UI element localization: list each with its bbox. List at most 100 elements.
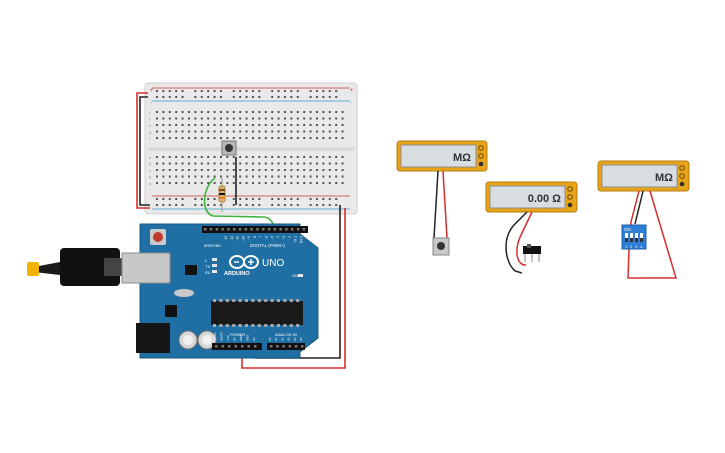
breadboard-hole[interactable] — [290, 117, 293, 120]
breadboard-hole[interactable] — [207, 156, 210, 158]
power-pin[interactable] — [241, 345, 244, 348]
breadboard-hole[interactable] — [213, 124, 216, 126]
breadboard-hole[interactable] — [252, 175, 254, 178]
breadboard-hole[interactable] — [271, 137, 274, 139]
rail-hole[interactable] — [220, 90, 222, 92]
breadboard-hole[interactable] — [232, 117, 235, 120]
rail-hole[interactable] — [284, 204, 286, 206]
breadboard-hole[interactable] — [341, 175, 344, 178]
rail-hole[interactable] — [200, 198, 203, 200]
rail-hole[interactable] — [239, 204, 242, 206]
breadboard-hole[interactable] — [341, 162, 344, 165]
probe-port[interactable] — [679, 173, 685, 179]
rail-hole[interactable] — [328, 96, 331, 98]
breadboard-hole[interactable] — [156, 169, 158, 171]
breadboard-hole[interactable] — [181, 156, 184, 158]
breadboard-hole[interactable] — [303, 156, 306, 158]
breadboard-hole[interactable] — [290, 124, 293, 126]
rail-hole[interactable] — [207, 96, 210, 98]
breadboard-hole[interactable] — [181, 124, 184, 126]
breadboard-hole[interactable] — [232, 124, 235, 126]
probe-port[interactable] — [478, 145, 484, 151]
breadboard-hole[interactable] — [264, 175, 267, 178]
breadboard-hole[interactable] — [245, 117, 248, 120]
breadboard-hole[interactable] — [258, 175, 261, 178]
rail-hole[interactable] — [213, 90, 216, 92]
breadboard-hole[interactable] — [264, 182, 267, 184]
breadboard-hole[interactable] — [271, 117, 274, 120]
rail-hole[interactable] — [245, 204, 248, 206]
breadboard-hole[interactable] — [316, 130, 318, 133]
breadboard-hole[interactable] — [239, 162, 242, 165]
breadboard-hole[interactable] — [264, 111, 267, 113]
breadboard-hole[interactable] — [284, 175, 286, 178]
breadboard-hole[interactable] — [194, 137, 197, 139]
breadboard-hole[interactable] — [296, 182, 299, 184]
breadboard-hole[interactable] — [258, 156, 261, 158]
breadboard-hole[interactable] — [175, 111, 178, 113]
breadboard-hole[interactable] — [245, 156, 248, 158]
breadboard-hole[interactable] — [194, 130, 197, 133]
breadboard-hole[interactable] — [322, 182, 325, 184]
breadboard-hole[interactable] — [335, 130, 338, 133]
breadboard-hole[interactable] — [168, 156, 171, 158]
breadboard-hole[interactable] — [328, 117, 331, 120]
breadboard-hole[interactable] — [309, 124, 312, 126]
breadboard-hole[interactable] — [188, 117, 190, 120]
breadboard-hole[interactable] — [328, 130, 331, 133]
breadboard-hole[interactable] — [322, 117, 325, 120]
rail-hole[interactable] — [284, 198, 286, 200]
rail-hole[interactable] — [277, 204, 280, 206]
breadboard-hole[interactable] — [194, 175, 197, 178]
breadboard-hole[interactable] — [335, 156, 338, 158]
rail-hole[interactable] — [213, 198, 216, 200]
resistor[interactable] — [218, 178, 226, 212]
multimeter-1[interactable]: MΩ — [396, 140, 488, 256]
header-pin[interactable] — [262, 228, 265, 231]
analog-pin[interactable] — [270, 345, 273, 348]
rail-hole[interactable] — [252, 90, 254, 92]
breadboard-hole[interactable] — [226, 130, 229, 133]
breadboard-hole[interactable] — [245, 162, 248, 165]
breadboard-hole[interactable] — [335, 175, 338, 178]
breadboard-hole[interactable] — [226, 156, 229, 158]
breadboard-hole[interactable] — [296, 162, 299, 165]
breadboard-hole[interactable] — [200, 156, 203, 158]
rail-hole[interactable] — [207, 204, 210, 206]
breadboard-hole[interactable] — [296, 117, 299, 120]
rail-hole[interactable] — [156, 204, 158, 206]
breadboard-hole[interactable] — [290, 156, 293, 158]
breadboard-hole[interactable] — [264, 169, 267, 171]
rail-hole[interactable] — [322, 96, 325, 98]
breadboard-hole[interactable] — [220, 111, 222, 113]
breadboard-hole[interactable] — [200, 175, 203, 178]
header-pin[interactable] — [215, 228, 219, 231]
breadboard-hole[interactable] — [213, 137, 216, 139]
rail-hole[interactable] — [284, 96, 286, 98]
analog-pin[interactable] — [294, 345, 298, 348]
breadboard-hole[interactable] — [322, 137, 325, 139]
probe-port[interactable] — [478, 153, 484, 159]
breadboard-hole[interactable] — [194, 182, 197, 184]
breadboard-hole[interactable] — [175, 169, 178, 171]
breadboard-hole[interactable] — [328, 169, 331, 171]
header-pin[interactable] — [250, 228, 253, 231]
breadboard-hole[interactable] — [239, 169, 242, 171]
breadboard-hole[interactable] — [175, 130, 178, 133]
breadboard-hole[interactable] — [181, 182, 184, 184]
breadboard-hole[interactable] — [175, 124, 178, 126]
rail-hole[interactable] — [296, 96, 299, 98]
breadboard-hole[interactable] — [156, 182, 158, 184]
breadboard-hole[interactable] — [162, 169, 165, 171]
analog-pin[interactable] — [276, 345, 279, 348]
breadboard-hole[interactable] — [303, 162, 306, 165]
breadboard-hole[interactable] — [232, 175, 235, 178]
breadboard-hole[interactable] — [316, 175, 318, 178]
rail-hole[interactable] — [309, 96, 312, 98]
breadboard-hole[interactable] — [156, 111, 158, 113]
breadboard-hole[interactable] — [341, 182, 344, 184]
power-pin[interactable] — [215, 345, 218, 348]
rail-hole[interactable] — [207, 198, 210, 200]
multimeter-2[interactable]: 0.00 Ω — [485, 181, 578, 274]
